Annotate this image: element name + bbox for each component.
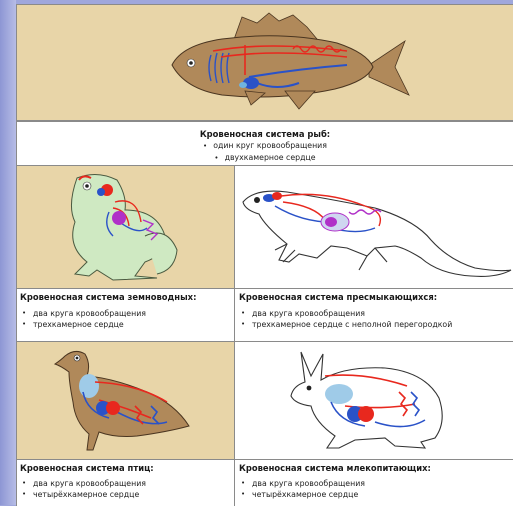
mammals-item: четырёхкамерное сердце: [239, 489, 511, 500]
bird-illustration: [17, 342, 234, 459]
lizard-illustration: [235, 166, 513, 288]
rabbit-illustration: [235, 342, 513, 459]
reptiles-item: трехкамерное сердце с неполной перегород…: [239, 319, 511, 330]
birds-item: два круга кровообращения: [20, 478, 232, 489]
reptiles-item: два круга кровообращения: [239, 308, 511, 319]
amphibians-caption: Кровеносная система земноводных: два кру…: [20, 292, 232, 330]
amphibians-item: два круга кровообращения: [20, 308, 232, 319]
fish-item: двухкамерное сердце: [17, 152, 513, 164]
birds-item: четырёхкамерное сердце: [20, 489, 232, 500]
birds-caption: Кровеносная система птиц: два круга кров…: [20, 463, 232, 500]
fish-caption: Кровеносная система рыб: один круг крово…: [17, 129, 513, 164]
birds-caption-title: Кровеносная система птиц:: [20, 463, 232, 474]
reptiles-caption-title: Кровеносная система пресмыкающихся:: [239, 292, 511, 303]
circulatory-table: Кровеносная система рыб: один круг крово…: [16, 4, 513, 506]
fish-item: один круг кровообращения: [17, 140, 513, 152]
fish-illustration: [17, 5, 513, 121]
reptiles-caption: Кровеносная система пресмыкающихся: два …: [239, 292, 511, 330]
fish-caption-title: Кровеносная система рыб:: [17, 129, 513, 140]
mammals-caption: Кровеносная система млекопитающих: два к…: [239, 463, 511, 500]
amphibians-caption-title: Кровеносная система земноводных:: [20, 292, 232, 303]
slide-sidebar: [0, 0, 16, 505]
mammals-caption-title: Кровеносная система млекопитающих:: [239, 463, 511, 474]
mammals-item: два круга кровообращения: [239, 478, 511, 489]
frog-illustration: [17, 166, 234, 288]
amphibians-item: трехкамерное сердце: [20, 319, 232, 330]
